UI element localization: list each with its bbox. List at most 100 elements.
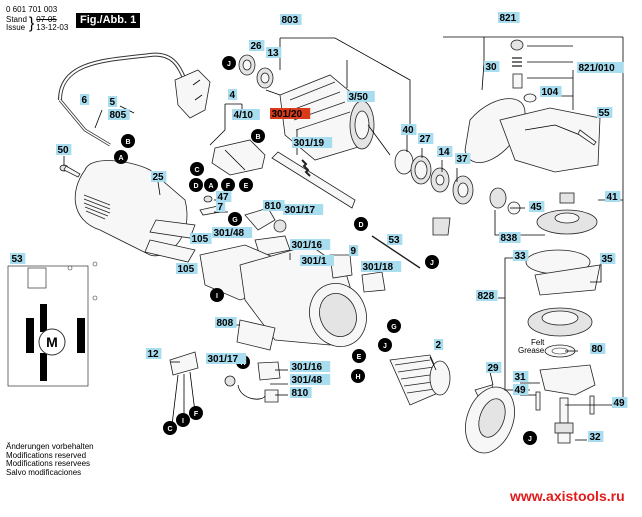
part-label-text: 41	[607, 192, 619, 203]
part-label-9[interactable]: 9	[349, 245, 359, 257]
part-label-40[interactable]: 40	[401, 124, 417, 136]
part-label-30[interactable]: 30	[484, 61, 500, 73]
part-label-14[interactable]: 14	[437, 146, 453, 158]
part-label-45[interactable]: 45	[529, 201, 545, 213]
part-label-828[interactable]: 828	[476, 290, 498, 302]
part-label-53a[interactable]: 53	[387, 234, 403, 246]
part-label-47[interactable]: 47	[216, 191, 232, 203]
part-label-12[interactable]: 12	[146, 348, 162, 360]
part-label-37[interactable]: 37	[455, 153, 471, 165]
part-label-4[interactable]: 4	[228, 89, 238, 101]
part-label-80[interactable]: 80	[590, 343, 606, 355]
part-label-301-19[interactable]: 301/19	[292, 137, 333, 149]
part-label-text: 3/50	[349, 92, 369, 103]
part-label-33[interactable]: 33	[513, 250, 529, 262]
suppressor-12	[169, 351, 199, 376]
part-label-bg	[216, 201, 226, 212]
part-label-301-16a[interactable]: 301/16	[290, 239, 331, 251]
part-label-bg	[590, 343, 606, 354]
brush-810b	[264, 389, 279, 403]
part-label-838[interactable]: 838	[499, 232, 521, 244]
issue-value: 13-12-03	[36, 23, 69, 32]
part-label-35[interactable]: 35	[600, 253, 616, 265]
part-label-803[interactable]: 803	[280, 14, 302, 26]
svg-text:B: B	[255, 134, 260, 141]
part-label-301-48a[interactable]: 301/48	[212, 227, 253, 239]
svg-text:G: G	[391, 324, 397, 331]
part-label-53b[interactable]: 53	[10, 253, 26, 265]
part-label-25[interactable]: 25	[151, 171, 167, 183]
part-label-301-16b[interactable]: 301/16	[290, 361, 331, 373]
part-label-text: 12	[148, 349, 160, 360]
power-cord	[58, 52, 187, 147]
part-label-301-48b[interactable]: 301/48	[290, 374, 331, 386]
plate-31	[539, 364, 596, 396]
part-label-810a[interactable]: 810	[263, 200, 285, 212]
part-label-810b[interactable]: 810	[290, 387, 312, 399]
part-label-49a[interactable]: 49	[513, 384, 529, 396]
svg-text:F: F	[194, 411, 199, 418]
part-label-bg	[212, 227, 253, 238]
part-label-bg	[529, 201, 545, 212]
svg-text:J: J	[227, 61, 231, 68]
part-label-6[interactable]: 6	[80, 94, 90, 106]
part-label-808[interactable]: 808	[215, 317, 237, 329]
part-label-bg	[484, 61, 500, 72]
part-label-55[interactable]: 55	[597, 107, 613, 119]
part-label-821-010[interactable]: 821/010	[577, 62, 624, 74]
watermark-url[interactable]: www.axistools.ru	[510, 488, 625, 504]
note-fr: Modifications reservees	[6, 459, 91, 468]
part-label-50[interactable]: 50	[56, 144, 72, 156]
part-label-821[interactable]: 821	[498, 12, 520, 24]
part-label-105b[interactable]: 105	[176, 263, 198, 275]
connector-C2: C	[163, 421, 177, 435]
part-label-4-10[interactable]: 4/10	[232, 109, 260, 121]
part-label-bg	[486, 362, 502, 373]
part-label-text: 32	[590, 432, 602, 443]
svg-text:G: G	[232, 217, 238, 224]
part-label-text: 40	[403, 125, 415, 136]
notes-block: Änderungen vorbehalten Modifications res…	[6, 442, 94, 477]
part-label-32[interactable]: 32	[588, 431, 604, 443]
part-label-41[interactable]: 41	[605, 191, 621, 203]
part-label-bg	[300, 255, 334, 266]
part-label-text: 6	[82, 95, 88, 106]
connector-B2: B	[251, 129, 265, 143]
part-label-805[interactable]: 805	[108, 109, 130, 121]
part-label-7[interactable]: 7	[216, 201, 226, 213]
plug	[174, 69, 211, 119]
part-label-104[interactable]: 104	[540, 86, 562, 98]
part-label-49b[interactable]: 49	[612, 397, 628, 409]
screw-50	[59, 164, 81, 178]
part-label-301-18[interactable]: 301/18	[361, 261, 402, 273]
part-label-text: 80	[592, 344, 604, 355]
plate-9	[329, 254, 353, 279]
part-label-text: 45	[531, 202, 543, 213]
part-label-105a[interactable]: 105	[190, 233, 212, 245]
part-label-2[interactable]: 2	[434, 339, 444, 351]
part-label-13[interactable]: 13	[266, 47, 282, 59]
connector-A2: A	[204, 178, 218, 192]
part-label-text: 55	[599, 108, 611, 119]
part-label-301-17b[interactable]: 301/17	[206, 353, 247, 365]
part-label-301-1[interactable]: 301/1	[300, 255, 334, 267]
part-label-bg	[499, 232, 521, 243]
part-label-text: 301/1	[302, 256, 327, 267]
part-label-27[interactable]: 27	[418, 133, 434, 145]
part-label-5[interactable]: 5	[108, 96, 118, 108]
part-label-text: 828	[478, 291, 495, 302]
part-label-301-17a[interactable]: 301/17	[283, 204, 324, 216]
svg-text:D: D	[358, 222, 363, 229]
svg-text:H: H	[355, 374, 360, 381]
spring-301-17	[273, 219, 287, 233]
part-label-301-20[interactable]: 301/20	[270, 108, 311, 120]
part-label-bg	[151, 171, 167, 182]
svg-text:B: B	[125, 139, 130, 146]
part-label-3-50[interactable]: 3/50	[347, 91, 375, 103]
part-label-text: 37	[457, 154, 469, 165]
part-label-text: 821	[500, 13, 517, 24]
part-label-29[interactable]: 29	[486, 362, 502, 374]
note-en: Modifications reserved	[6, 450, 87, 460]
part-label-26[interactable]: 26	[249, 40, 265, 52]
part-label-31[interactable]: 31	[513, 371, 529, 383]
